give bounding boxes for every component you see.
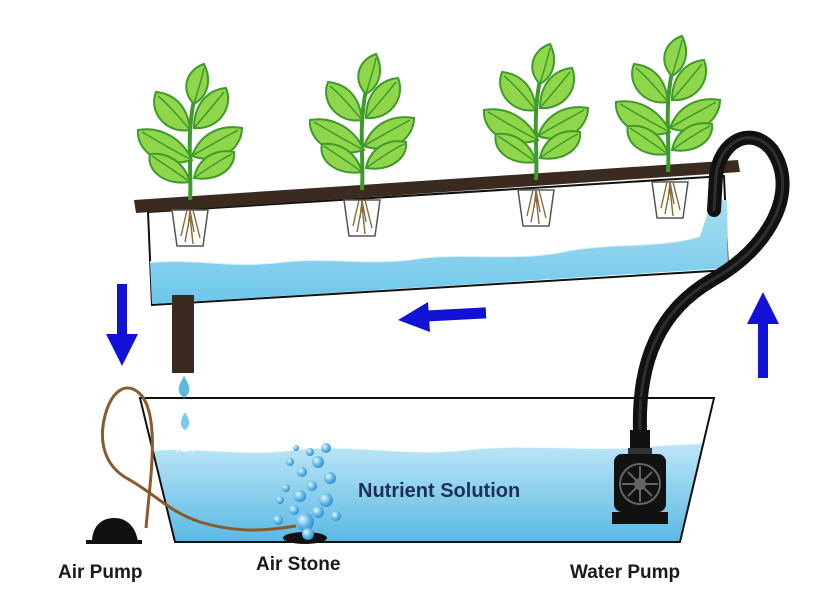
air-bubble (321, 443, 331, 453)
air-bubble (282, 484, 290, 492)
arrow-down-icon (106, 284, 138, 366)
air-bubble (276, 496, 284, 504)
reservoir-tank (138, 397, 716, 543)
air-bubble (324, 472, 336, 484)
air-bubble (302, 528, 314, 540)
air-bubble (319, 493, 333, 507)
plant-3-icon (482, 42, 590, 181)
tank-outline (138, 397, 716, 543)
nutrient-solution-label: Nutrient Solution (358, 480, 520, 502)
air-bubble (297, 467, 307, 477)
air-pump-label: Air Pump (58, 562, 142, 583)
plant-1-icon (136, 62, 244, 201)
net-pot (171, 209, 209, 247)
grow-channel-water (150, 200, 728, 304)
air-tube (101, 386, 297, 532)
bubbles (273, 443, 341, 540)
net-pot (343, 199, 381, 237)
arrow-left-icon (398, 302, 487, 332)
net-pot (651, 181, 689, 219)
grow-channel (134, 160, 740, 373)
air-bubble (293, 445, 299, 451)
drain-pipe (172, 295, 194, 373)
net-pots (171, 181, 689, 247)
air-bubble (289, 505, 299, 515)
net-pot (517, 189, 555, 227)
air-bubble (286, 458, 294, 466)
water-pump-device (612, 430, 668, 524)
water-drop (180, 412, 190, 430)
plants (136, 34, 722, 201)
plant-2-icon (308, 52, 416, 191)
air-bubble (331, 511, 341, 521)
air-bubble (312, 456, 324, 468)
air-bubble (306, 448, 314, 456)
air-bubble (296, 513, 314, 531)
water-drops (175, 376, 195, 453)
grow-channel-lid (134, 160, 740, 213)
air-bubble (273, 515, 283, 525)
tank-water (152, 442, 704, 542)
air-bubble (307, 481, 317, 491)
plant-4-icon (614, 34, 722, 173)
arrow-up-icon (747, 292, 779, 378)
air-bubble (312, 506, 324, 518)
air-stone-label: Air Stone (256, 554, 340, 575)
water-drop (178, 376, 190, 398)
air-bubble (294, 490, 306, 502)
water-pump-label: Water Pump (570, 562, 680, 583)
air-pump (86, 518, 142, 544)
